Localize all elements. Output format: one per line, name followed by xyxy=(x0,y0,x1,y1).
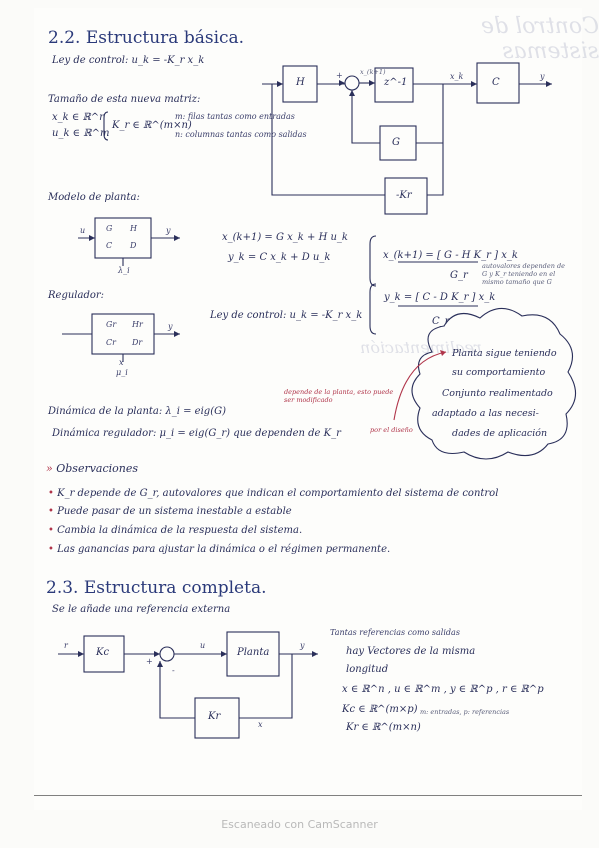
diagram-label-h: H xyxy=(296,77,305,88)
delay-block xyxy=(374,67,414,103)
note-line: x ∈ ℝ^n , u ∈ ℝ^m , y ∈ ℝ^p , r ∈ ℝ^p xyxy=(342,684,544,695)
diagram-label-kr: -Kr xyxy=(396,190,412,201)
note-line: Tantas referencias como salidas xyxy=(330,628,460,637)
cloud-line: adaptado a las necesi- xyxy=(432,408,539,419)
note-rows: m: filas tantas como entradas xyxy=(175,112,295,121)
note-columns: n: columnas tantas como salidas xyxy=(175,130,307,139)
diagram2-label-kc: Kc xyxy=(96,647,110,658)
diagram2-label-r: r xyxy=(64,641,68,650)
plant-label-h: H xyxy=(130,224,137,233)
note-line: Kc ∈ ℝ^(m×p) xyxy=(342,704,418,715)
diagram-label-g: G xyxy=(392,137,400,148)
output-equation: y_k = C x_k + D u_k xyxy=(228,252,331,263)
regulator-dynamics: Dinámica regulador: μ_i = eig(G_r) que d… xyxy=(52,428,341,439)
observations-title: » Observaciones xyxy=(46,462,139,475)
observation-item: • K_r depende de G_r, autovalores que in… xyxy=(48,488,499,499)
observation-item: • Cambia la dinámica de la respuesta del… xyxy=(48,525,303,536)
closed-loop-output-eq: y_k = [ C - D K_r ] x_k xyxy=(384,292,496,303)
summing-junction xyxy=(344,75,360,91)
xk-dimension: x_k ∈ ℝ^r xyxy=(52,112,104,123)
cloud-line: su comportamiento xyxy=(452,367,546,378)
diagram2-label-minus: - xyxy=(172,666,175,675)
diagram2-label-kr: Kr xyxy=(208,711,221,722)
design-note: por el diseño xyxy=(370,426,413,434)
diagram-label-xk1: x_(k+1) xyxy=(360,68,386,76)
cloud-line: Conjunto realimentado xyxy=(442,388,553,399)
section-title: 2.2. Estructura básica. xyxy=(48,28,245,48)
state-equation: x_(k+1) = G x_k + H u_k xyxy=(222,232,348,243)
observation-item: • Las ganancias para ajustar la dinámica… xyxy=(48,544,391,555)
reg-label-gr: Gr xyxy=(106,320,117,329)
control-law-2: Ley de control: u_k = -K_r x_k xyxy=(210,310,363,321)
reg-label-cr: Cr xyxy=(106,338,116,347)
plant-label-lambda: λ_i xyxy=(118,266,130,275)
plant-model-label: Modelo de planta: xyxy=(48,192,140,203)
plant-label-y: y xyxy=(166,226,171,235)
cr-label: C_r xyxy=(432,316,450,327)
control-law: Ley de control: u_k = -K_r x_k xyxy=(52,55,205,66)
section-subtitle: Se le añade una referencia externa xyxy=(52,604,231,615)
cloud-line: dades de aplicación xyxy=(452,428,548,439)
diagram2-label-y: y xyxy=(300,641,305,650)
regulator-label: Regulador: xyxy=(48,290,105,301)
matrix-size-label: Tamaño de esta nueva matriz: xyxy=(48,94,201,105)
diagram-label-xk: x_k xyxy=(450,72,464,81)
reg-label-x: x xyxy=(119,358,124,367)
cloud-line: Planta sigue teniendo xyxy=(452,348,557,359)
diagram-label-z: z^-1 xyxy=(384,77,408,88)
plant-label-g: G xyxy=(106,224,113,233)
section-title: 2.3. Estructura completa. xyxy=(46,578,267,598)
summing-junction-2 xyxy=(159,646,175,662)
diagram-label-y: y xyxy=(540,72,545,81)
kc-note: m: entradas, p: referencias xyxy=(420,708,510,716)
reg-label-dr: Dr xyxy=(132,338,143,347)
kr-block xyxy=(384,177,428,215)
plant-dynamics: Dinámica de la planta: λ_i = eig(G) xyxy=(48,406,226,417)
reg-label-hr: Hr xyxy=(132,320,143,329)
reg-label-mu: μ_i xyxy=(116,368,128,377)
gr-label: G_r xyxy=(450,270,468,281)
kr-dimension: K_r ∈ ℝ^(m×n) xyxy=(112,120,192,131)
plant-label-d: D xyxy=(130,241,137,250)
uk-dimension: u_k ∈ ℝ^m xyxy=(52,128,110,139)
note-line: hay Vectores de la misma xyxy=(346,646,476,657)
c-block xyxy=(476,62,520,104)
paper-sheet xyxy=(34,8,582,810)
plant-label-c: C xyxy=(106,241,113,250)
eigen-note: autovalores dependen de G y K_r teniendo… xyxy=(482,262,565,286)
reg-label-y: y xyxy=(168,322,173,331)
observation-item: • Puede pasar de un sistema inestable a … xyxy=(48,506,292,517)
diagram2-label-x: x xyxy=(258,720,263,729)
plant-block xyxy=(94,217,152,259)
note-line: Kr ∈ ℝ^(m×n) xyxy=(346,722,421,733)
diagram2-label-planta: Planta xyxy=(237,647,270,658)
plant-note: depende de la planta, esto puede ser mod… xyxy=(284,388,394,404)
diagram2-label-u: u xyxy=(200,641,206,650)
page-bottom-edge xyxy=(34,795,582,796)
scanner-watermark: Escaneado con CamScanner xyxy=(221,818,378,831)
regulator-block xyxy=(91,313,155,355)
note-line: longitud xyxy=(346,664,389,675)
diagram-label-plus: + xyxy=(336,71,343,80)
diagram2-label-plus: + xyxy=(146,657,153,666)
plant-label-u: u xyxy=(80,226,86,235)
closed-loop-state-eq: x_(k+1) = [ G - H K_r ] x_k xyxy=(383,250,518,261)
diagram-label-c: C xyxy=(492,77,500,88)
